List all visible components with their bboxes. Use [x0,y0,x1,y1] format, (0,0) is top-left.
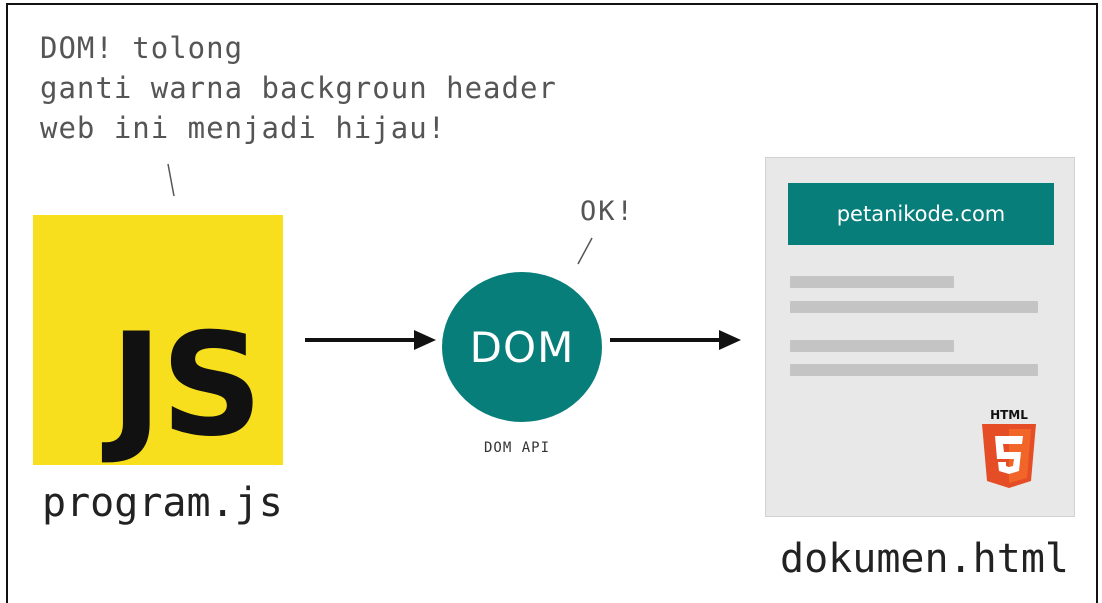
text-line-placeholder [790,301,1038,313]
js-speech-tail [167,163,175,197]
dom-circle-label: DOM [469,322,575,372]
dom-speech-text: OK! [580,196,635,227]
dom-speech-tail [577,237,593,265]
diagram-frame [6,3,1098,603]
text-line-placeholder [790,276,954,288]
dom-circle: DOM [442,272,602,422]
document-html-label: dokumen.html [780,536,1069,582]
js-speech-text: DOM! tolong ganti warna backgroun header… [40,31,557,145]
html-document: petanikode.com HTML [765,157,1075,517]
document-header: petanikode.com [788,183,1054,245]
html5-icon-label: HTML [990,408,1028,422]
arrow-dom-to-document [610,330,741,350]
text-line-placeholder [790,364,1038,376]
dom-api-label: DOM API [484,440,551,456]
js-logo-text: JS [109,303,263,468]
js-logo: JS [33,215,283,465]
html5-icon: HTML [978,408,1040,498]
html5-shield-icon [982,424,1036,488]
arrow-js-to-dom [305,330,436,350]
text-line-placeholder [790,340,954,352]
program-js-label: program.js [42,480,283,526]
